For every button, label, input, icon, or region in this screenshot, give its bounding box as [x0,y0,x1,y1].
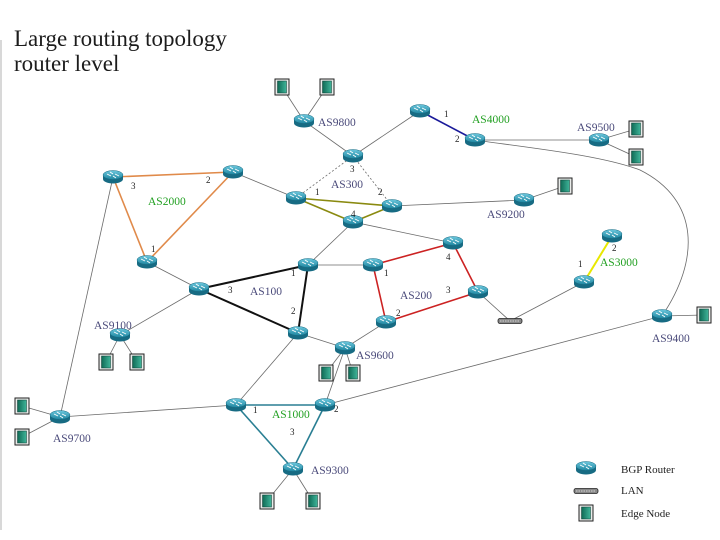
bgp-router-icon [464,133,486,147]
lan-icon [497,318,523,324]
bgp-router-icon [136,255,158,269]
port-num-as300-4: 4 [351,209,356,219]
as-label-as100: AS100 [250,286,282,298]
edge-node-icon [98,353,114,371]
inter-as-links [21,86,705,502]
port-num-as300-2: 2 [378,187,383,197]
edge-nodes [14,78,712,510]
title-line-1: Large routing topology [14,26,227,51]
bgp-router-icon [409,104,431,118]
bgp-router-icon [109,328,131,342]
bgp-router-icon [381,199,403,213]
as-label-as1000: AS1000 [272,409,310,421]
legend-lan-label: LAN [621,485,644,497]
edge-node-icon [14,397,30,415]
port-num-as200-3: 3 [446,285,451,295]
bgp-router-icon [287,326,309,340]
as-label-as3000: AS3000 [600,257,638,269]
bgp-router-icon [334,341,356,355]
port-num-as3000-1: 1 [578,259,583,269]
port-num-as2000-2: 2 [206,175,211,185]
port-num-as4000-2: 2 [455,134,460,144]
edge-node-icon [628,148,644,166]
bgp-router-icon [588,133,610,147]
bgp-router-icon [467,285,489,299]
port-num-as300-3: 3 [350,164,355,174]
port-num-as4000-1: 1 [444,109,449,119]
port-num-as1000-3: 3 [290,427,295,437]
edge-node-icon [259,492,275,510]
diagram-title: Large routing topology router level [14,26,227,76]
bgp-router-icon [651,309,673,323]
bgp-router-icon [188,282,210,296]
legend-edge-icon [578,504,594,522]
port-num-as100-3: 3 [228,285,233,295]
port-num-as100-2: 2 [291,306,296,316]
bgp-router-icon [297,258,319,272]
legend-router-label: BGP Router [621,464,675,476]
as-label-as9800: AS9800 [318,117,356,129]
as-label-as300: AS300 [331,179,363,191]
as-label-as9700: AS9700 [53,433,91,445]
edge-node-icon [628,120,644,138]
legend-router-icon [575,461,597,475]
edge-node-icon [345,364,361,382]
edge-node-icon [557,177,573,195]
port-num-as2000-3: 3 [131,181,136,191]
edge-node-icon [14,428,30,446]
bgp-router-icon [222,165,244,179]
bgp-router-icon [442,236,464,250]
edge-node-icon [696,306,712,324]
bgp-router-icon [573,275,595,289]
slide-left-border [0,40,2,530]
bgp-router-icon [293,114,315,128]
port-num-as1000-1: 1 [253,405,258,415]
as-label-as9300: AS9300 [311,465,349,477]
bgp-router-icon [225,398,247,412]
bgp-router-icon [314,398,336,412]
port-num-as100-1: 1 [291,268,296,278]
as-label-as4000: AS4000 [472,114,510,126]
intra-as-links [112,110,613,470]
as-label-as9500: AS9500 [577,122,615,134]
edge-node-icon [129,353,145,371]
edge-node-icon [305,492,321,510]
edge-node-icon [274,78,290,96]
legend-lan-icon [573,488,599,494]
as-label-as9200: AS9200 [487,209,525,221]
title-line-2: router level [14,51,120,76]
bgp-router-icon [102,170,124,184]
as-label-as2000: AS2000 [148,196,186,208]
bgp-router-icon [375,315,397,329]
port-num-as1000-2: 2 [334,404,339,414]
port-num-as200-4: 4 [446,252,451,262]
bgp-router-icon [362,258,384,272]
legend-edge-label: Edge Node [621,508,670,520]
edge-node-icon [318,364,334,382]
port-num-as300-1: 1 [315,187,320,197]
port-num-as200-2: 2 [396,308,401,318]
bgp-router-icon [285,191,307,205]
bgp-routers [49,104,673,476]
as-label-as9600: AS9600 [356,350,394,362]
bgp-router-icon [342,149,364,163]
port-num-as200-1: 1 [384,268,389,278]
port-num-as2000-1: 1 [151,244,156,254]
as-label-as200: AS200 [400,290,432,302]
bgp-router-icon [282,462,304,476]
edge-node-icon [319,78,335,96]
bgp-router-icon [49,410,71,424]
as-label-as9400: AS9400 [652,333,690,345]
port-num-as3000-2: 2 [612,243,617,253]
bgp-router-icon [342,215,364,229]
bgp-router-icon [601,229,623,243]
bgp-router-icon [513,193,535,207]
lan-segment [497,318,599,522]
as-label-as9100: AS9100 [94,320,132,332]
